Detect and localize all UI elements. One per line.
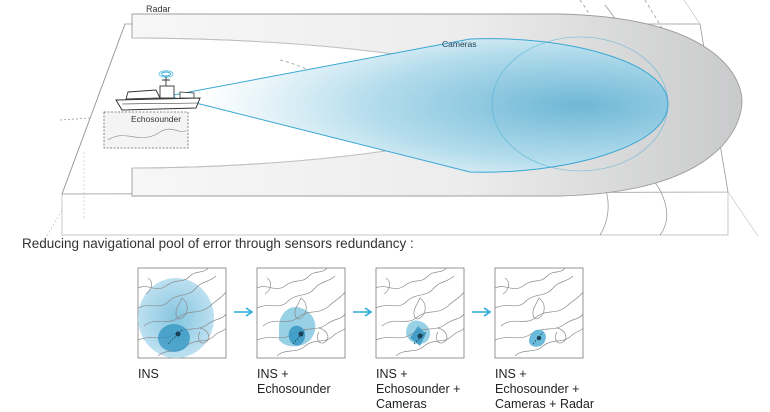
radar-antenna-icon	[158, 70, 174, 78]
panel-label-line: INS +	[376, 367, 408, 381]
panel-label-all-sensors: INS + Echosounder + Cameras + Radar	[495, 367, 594, 412]
redundancy-caption: Reducing navigational pool of error thro…	[22, 236, 414, 251]
panel-ins-echosounder	[256, 267, 346, 359]
radar-label: Radar	[146, 4, 171, 14]
panel-label-line: INS +	[495, 367, 527, 381]
echosounder-label: Echosounder	[131, 114, 181, 124]
panel-label-ins-echosounder: INS + Echosounder	[257, 367, 331, 397]
camera-coverage	[167, 38, 669, 173]
arrow-3-4	[472, 307, 492, 317]
arrow-2-3	[353, 307, 373, 317]
arrow-1-2	[234, 307, 254, 317]
panel-ins-echosounder-cameras	[375, 267, 465, 359]
error-pool-inner	[158, 324, 190, 352]
panel-label-line: INS	[138, 367, 159, 381]
panel-label-ins: INS	[138, 367, 159, 382]
vessel-illustration	[115, 76, 201, 111]
panel-label-line: Echosounder +	[376, 382, 461, 396]
panel-ins	[137, 267, 227, 359]
panel-label-line: INS +	[257, 367, 289, 381]
panel-label-ins-echosounder-cameras: INS + Echosounder + Cameras	[376, 367, 460, 412]
panel-label-line: Echosounder +	[495, 382, 580, 396]
panel-label-line: Echosounder	[257, 382, 331, 396]
panel-label-line: Cameras + Radar	[495, 397, 594, 411]
cameras-label: Cameras	[442, 39, 476, 49]
panel-all-sensors	[494, 267, 584, 359]
echosounder-footprint	[103, 111, 189, 149]
panel-label-line: Cameras	[376, 397, 427, 411]
